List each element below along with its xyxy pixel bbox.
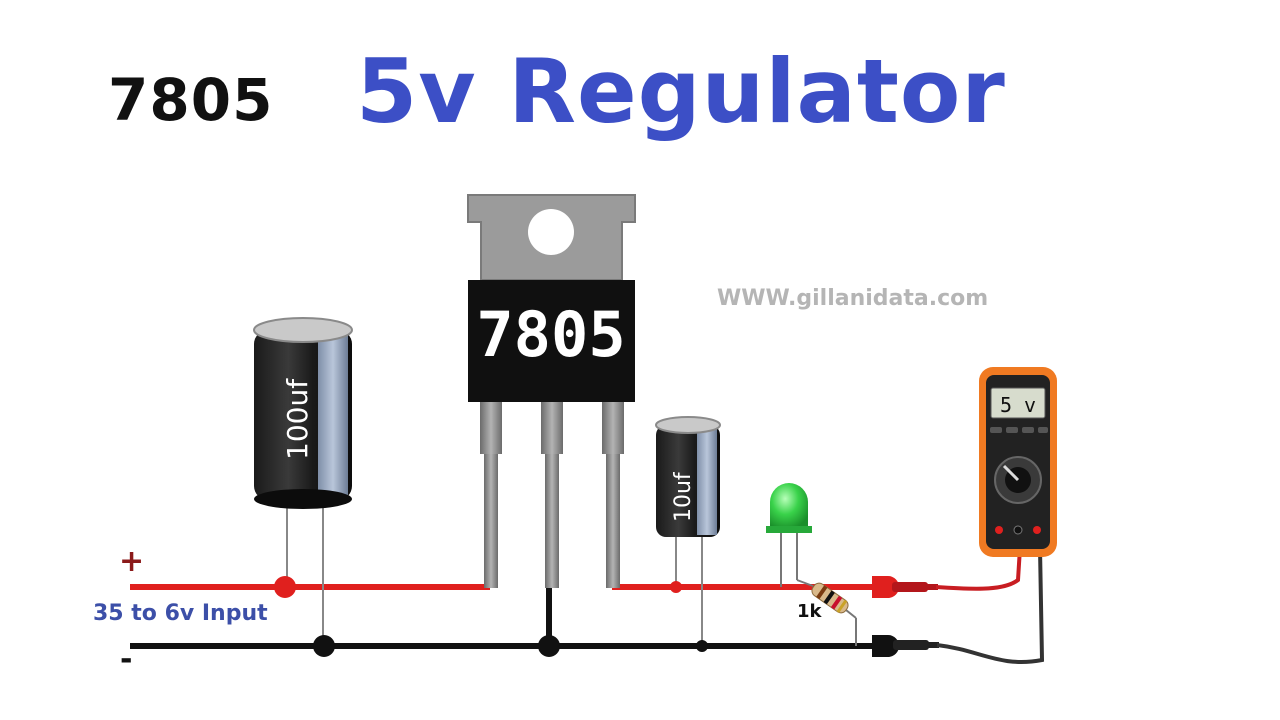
red-probe — [892, 547, 1022, 592]
multimeter — [979, 367, 1057, 557]
output-capacitor: 10uf — [655, 416, 721, 646]
page-title: 5v Regulator — [356, 40, 1006, 143]
multimeter-display-value: 5 v — [1000, 393, 1036, 417]
green-led — [766, 483, 812, 587]
input-capacitor-label: 100uf — [281, 378, 314, 460]
regulator-7805 — [467, 194, 636, 588]
resistor-label: 1k — [797, 601, 822, 622]
positive-symbol: + — [119, 544, 145, 579]
website-watermark: WWW.gillanidata.com — [717, 286, 989, 311]
input-capacitor: 100uf — [253, 317, 353, 646]
negative-symbol: - — [120, 642, 133, 677]
chip-name-heading: 7805 — [108, 66, 274, 134]
regulator-label: 7805 — [476, 298, 625, 371]
input-range-label: 35 to 6v Input — [93, 601, 268, 626]
black-probe — [893, 547, 1045, 665]
resistor — [796, 579, 857, 646]
probe-terminals — [872, 576, 899, 657]
junction-dots — [274, 576, 708, 657]
output-capacitor-label: 10uf — [671, 471, 696, 522]
